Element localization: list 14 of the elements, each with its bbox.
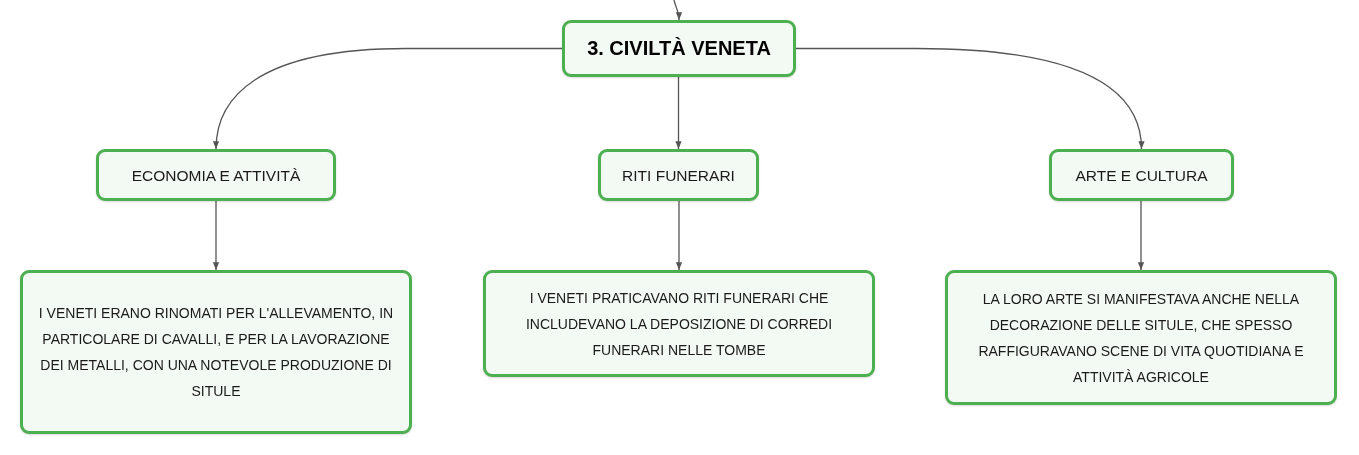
connector-arrow: [673, 0, 682, 21]
topic-box: 3. CIVILTÀ VENETA: [562, 20, 796, 77]
connector-arrow: [212, 200, 220, 271]
connector-arrow: [213, 47, 563, 150]
description-box: LA LORO ARTE SI MANIFESTAVA ANCHE NELLA DECORAZIONE DELLE SITULE, CHE SPESSO RAFFIGURAVANO SCENE DI VITA QUOTIDIANA E ATTIVITÀ AGRICOLE: [945, 270, 1337, 405]
topic-box: ARTE E CULTURA: [1049, 149, 1234, 201]
connector-arrow: [795, 47, 1145, 150]
topic-box: ECONOMIA E ATTIVITÀ: [96, 149, 336, 201]
connector-arrow: [675, 76, 682, 150]
description-box: I VENETI ERANO RINOMATI PER L'ALLEVAMENTO, IN PARTICOLARE DI CAVALLI, E PER LA LAVORAZIONE DEI METALLI, CON UNA NOTEVOLE PRODUZIONE DI SITULE: [20, 270, 412, 434]
topic-box: RITI FUNERARI: [598, 149, 759, 201]
connector-arrow: [675, 200, 683, 271]
description-box: I VENETI PRATICAVANO RITI FUNERARI CHE INCLUDEVANO LA DEPOSIZIONE DI CORREDI FUNERARI NELLE TOMBE: [483, 270, 875, 377]
connector-arrow: [1137, 200, 1145, 271]
